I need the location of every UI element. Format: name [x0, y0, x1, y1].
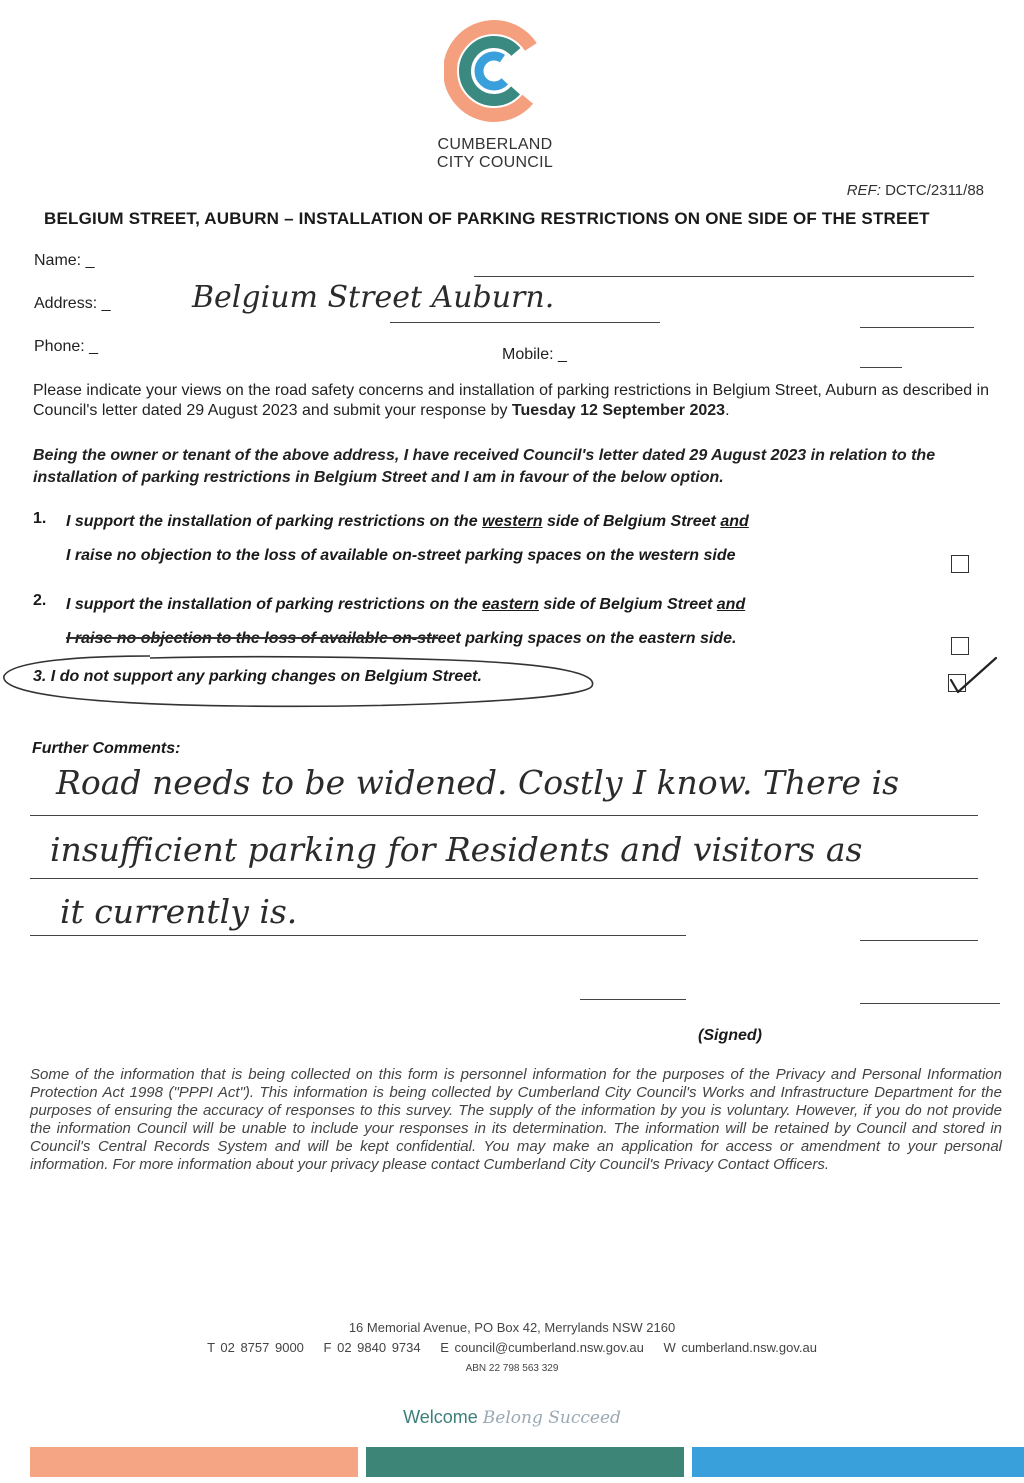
footer-band-peach — [30, 1447, 358, 1477]
option-2-checkbox[interactable] — [951, 637, 969, 655]
option-1-number: 1. — [33, 510, 47, 527]
address-handwritten-value[interactable]: Belgium Street Auburn. — [192, 280, 555, 315]
response-deadline: Tuesday 12 September 2023 — [511, 402, 726, 419]
footer-email[interactable]: E council@cumberland.nsw.gov.au — [440, 1340, 644, 1355]
option-2-text-a: I support the installation of parking re… — [66, 596, 483, 613]
declaration-statement: Being the owner or tenant of the above a… — [33, 447, 936, 486]
reference-number: REF: DCTC/2311/88 — [847, 182, 984, 199]
option-1-line1: I support the installation of parking re… — [66, 512, 749, 532]
option-2-and: and — [716, 596, 746, 613]
option-1-western: western — [482, 513, 543, 530]
option-3-number: 3. — [33, 668, 47, 685]
comment-rule-2 — [30, 878, 978, 879]
name-field-line[interactable] — [474, 276, 974, 277]
option-2-line1: I support the installation of parking re… — [66, 595, 745, 615]
comment-line-3[interactable]: it currently is. — [60, 892, 298, 931]
option-2-eastern: eastern — [482, 596, 539, 613]
comment-rule-3-end — [860, 940, 978, 941]
ref-label: REF: — [846, 182, 881, 199]
address-field-line-end — [860, 327, 974, 328]
welcome-slogan: Welcome Belong Succeed — [0, 1407, 1024, 1428]
option-3-circle-mark — [3, 655, 594, 708]
ref-value: DCTC/2311/88 — [885, 182, 984, 199]
address-field-line — [390, 322, 660, 323]
footer-address: 16 Memorial Avenue, PO Box 42, Merryland… — [348, 1320, 676, 1335]
mobile-field-line[interactable] — [860, 367, 902, 368]
comment-rule-1 — [30, 815, 978, 816]
privacy-notice: Some of the information that is being co… — [30, 1066, 1002, 1173]
address-label: Address: _ — [34, 295, 111, 312]
comment-rule-3 — [30, 935, 686, 936]
signed-label: (Signed) — [698, 1027, 762, 1044]
option-3-line: 3. I do not support any parking changes … — [33, 667, 482, 687]
footer-website[interactable]: W cumberland.nsw.gov.au — [663, 1340, 817, 1355]
option-1-text-a: I support the installation of parking re… — [66, 513, 483, 530]
option-2-strike-mark — [66, 637, 438, 639]
org-name-line1: CUMBERLAND — [437, 136, 553, 153]
option-1-line2: I raise no objection to the loss of avai… — [66, 547, 736, 564]
welcome-tagline: Belong Succeed — [482, 1408, 621, 1428]
option-1-checkbox[interactable] — [951, 555, 969, 573]
option-3-text: I do not support any parking changes on … — [50, 668, 482, 685]
option-2-text-b: side of Belgium Street — [538, 596, 717, 613]
comment-line-1[interactable]: Road needs to be widened. Costly I know.… — [56, 763, 899, 802]
mobile-label: Mobile: _ — [502, 346, 567, 363]
council-logo — [444, 20, 544, 122]
footer-phone: T 02 8757 9000 — [207, 1340, 304, 1355]
option-3-tick-mark — [949, 656, 998, 694]
further-comments-label: Further Comments: — [32, 740, 181, 757]
option-2-number: 2. — [33, 592, 47, 609]
option-1-text-b: side of Belgium Street — [542, 513, 721, 530]
document-title: BELGIUM STREET, AUBURN – INSTALLATION OF… — [44, 209, 930, 228]
footer-band-blue — [692, 1447, 1024, 1477]
signature-line-right[interactable] — [860, 1003, 1000, 1004]
phone-label: Phone: _ — [34, 338, 99, 355]
comment-line-2[interactable]: insufficient parking for Residents and v… — [50, 830, 863, 869]
footer-fax: F 02 9840 9734 — [323, 1340, 421, 1355]
footer-abn: ABN 22 798 563 329 — [465, 1363, 559, 1374]
option-2-line2: I raise no objection to the loss of avai… — [66, 630, 737, 647]
intro-paragraph: Please indicate your views on the road s… — [33, 381, 1008, 421]
intro-text: Please indicate your views on the road s… — [33, 382, 990, 419]
intro-text-end: . — [725, 402, 730, 419]
footer-band-green — [366, 1447, 684, 1477]
signature-line-left[interactable] — [580, 999, 686, 1000]
footer-contacts: T 02 8757 9000 F 02 9840 9734 E council@… — [0, 1340, 1024, 1355]
org-name-line2: CITY COUNCIL — [436, 154, 554, 171]
name-label: Name: _ — [34, 252, 95, 269]
welcome-word: Welcome — [403, 1407, 478, 1427]
option-1-and: and — [720, 513, 749, 530]
